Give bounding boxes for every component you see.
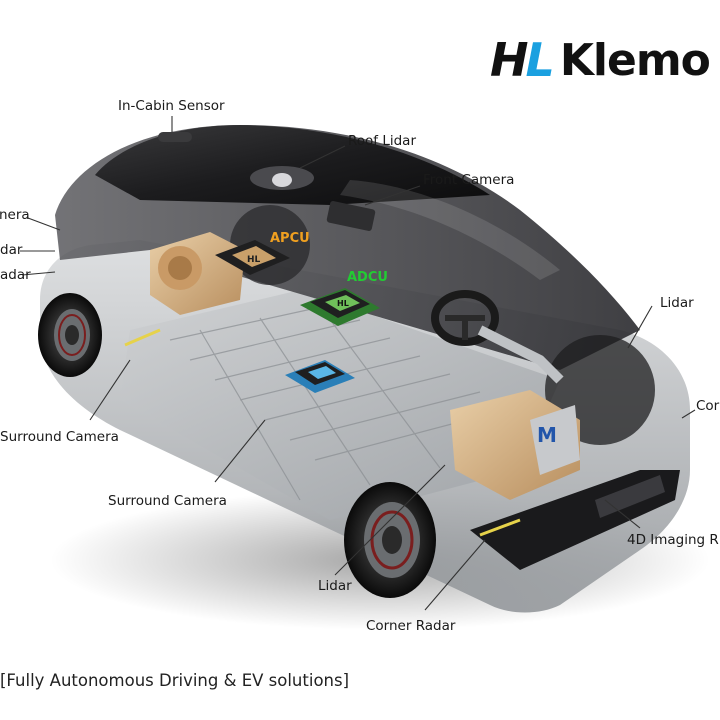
caption: [Fully Autonomous Driving & EV solutions… [0,671,350,690]
motor-mark: M [537,423,557,447]
glass-reflection [340,180,560,280]
leader-corner-radar [424,539,486,611]
front-left-wheel [344,482,436,598]
leader-lidar-right [627,305,653,349]
blue-chip [285,360,355,393]
leader-corner-right [681,409,696,419]
label-adcu: ADCU [347,270,388,285]
label-apcu: APCU [270,231,310,246]
logo-wordmark: Klemo [559,34,711,86]
leader-front-camera [364,185,421,206]
leader-4d-imaging-radar [604,499,641,529]
leader-surround-camera-center [214,419,266,483]
label-surround-camera-left: Surround Camera [0,429,119,445]
leader-roof-lidar [299,145,346,169]
steering-column [477,325,564,384]
roof-lidar-dome [272,173,292,187]
label-corner-right: Cor [696,398,720,414]
label-4d-imaging-radar: 4D Imaging R [627,532,719,548]
label-front-camera: Front Camera [423,172,515,188]
front-camera-module [326,201,376,231]
apcu-chip-mark: HL [247,255,261,265]
label-in-cabin-sensor: In-Cabin Sensor [118,98,225,114]
adcu-chip [300,288,380,326]
label-roof-lidar: Roof Lidar [348,133,417,149]
sensor-accent-right [479,518,521,537]
leader-radar-left [21,271,56,276]
front-motor [450,390,580,500]
adcu-chip-mark: HL [337,299,349,308]
label-radar-left: adar [0,267,31,283]
steering-wheel [431,290,499,346]
leader-surround-camera-left [89,359,131,421]
sensor-accent-left [124,328,161,347]
battery-floor [120,290,560,520]
label-camera-left: nera [0,207,30,223]
logo-mark: HL [490,33,555,87]
label-lidar-right: Lidar [660,295,694,311]
rear-left-wheel [38,293,102,377]
label-corner-radar: Corner Radar [366,618,456,634]
roof [95,125,490,205]
label-lidar-bottom: Lidar [318,578,352,594]
label-surround-camera-center: Surround Camera [108,493,227,509]
in-cabin-sensor-module [158,132,192,142]
front-grill-strip [595,475,665,518]
leader-camera-left [27,217,61,231]
label-lidar-left: dar [0,242,23,258]
company-logo: HL Klemo [490,30,711,90]
apcu-chip [215,240,290,275]
leader-lidar-bottom [334,464,446,576]
